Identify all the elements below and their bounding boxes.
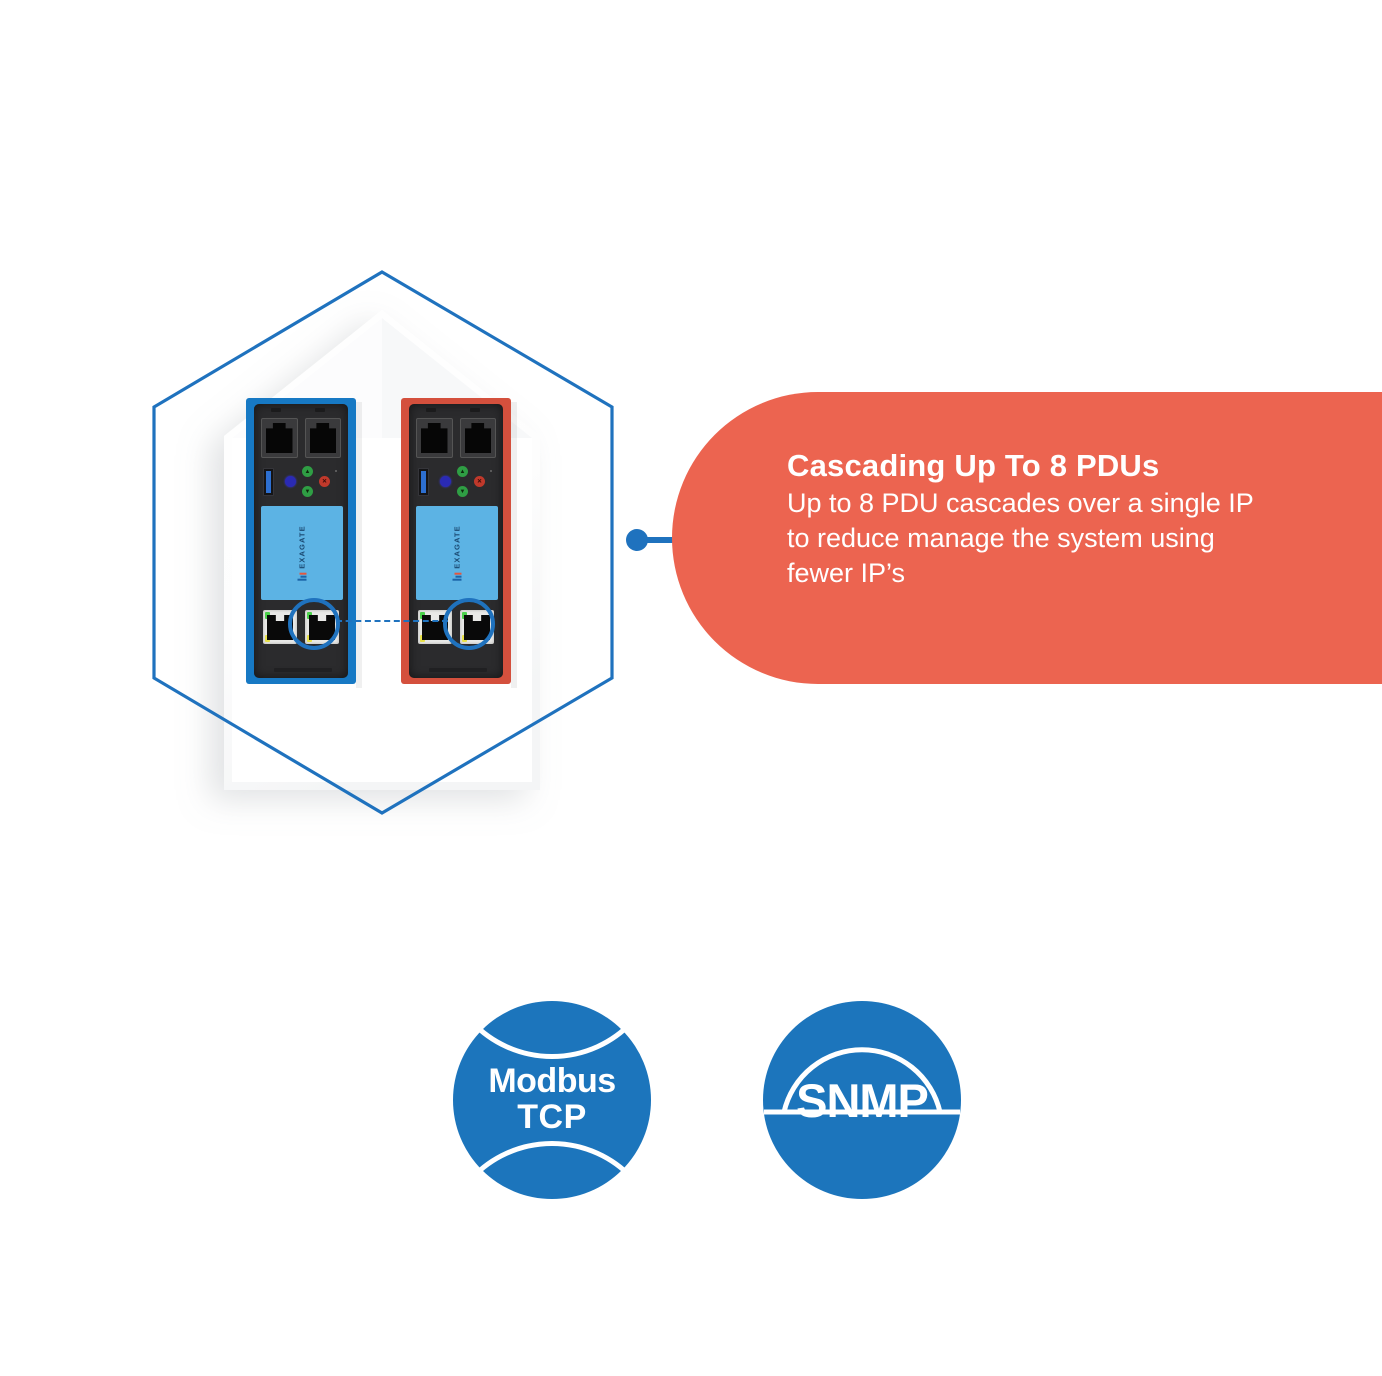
- cancel-button[interactable]: ✕: [319, 476, 330, 487]
- snmp-icon: [763, 1001, 961, 1199]
- port-tag-left-icon: [271, 408, 281, 412]
- enter-button[interactable]: [285, 476, 296, 487]
- callout-panel: Cascading Up To 8 PDUs Up to 8 PDU casca…: [672, 392, 1382, 684]
- cancel-icon: ✕: [476, 478, 483, 485]
- callout-body-line-1: Up to 8 PDU cascades over a single IP: [787, 488, 1254, 518]
- power-jack-1-icon[interactable]: [261, 418, 298, 458]
- up-button[interactable]: ▲: [457, 466, 468, 477]
- up-arrow-icon: ▲: [304, 468, 311, 475]
- exagate-logo-icon: [297, 572, 307, 581]
- status-led-icon: [335, 470, 337, 472]
- callout-body-line-2: to reduce manage the system using: [787, 523, 1215, 554]
- modbus-tcp-badge[interactable]: Modbus TCP: [452, 1000, 652, 1200]
- lcd-brand-label: EXAGATE: [452, 525, 462, 569]
- down-arrow-icon: ▼: [304, 488, 311, 495]
- card-slot-icon: [263, 468, 274, 496]
- device-foot-bar: [274, 668, 332, 672]
- hexagon-stroke: [152, 270, 614, 815]
- port-highlight-ring-right-icon: [443, 598, 495, 650]
- modbus-tcp-icon: [453, 1001, 651, 1199]
- connector-line-icon: [630, 537, 702, 543]
- power-jack-2-icon[interactable]: [304, 418, 341, 458]
- callout-text-block: Cascading Up To 8 PDUs Up to 8 PDU casca…: [787, 448, 1334, 591]
- down-button[interactable]: ▼: [302, 486, 313, 497]
- exagate-logo-icon: [452, 572, 462, 581]
- top-jack-row: [261, 418, 341, 458]
- control-button-block: ▲ ▼ ✕: [261, 464, 343, 498]
- power-jack-1-icon[interactable]: [416, 418, 453, 458]
- connector-dot-start-icon: [626, 529, 648, 551]
- status-led-icon: [490, 470, 492, 472]
- cancel-button[interactable]: ✕: [474, 476, 485, 487]
- control-button-block: ▲ ▼ ✕: [416, 464, 498, 498]
- port-tag-right-icon: [315, 408, 325, 412]
- pdu-device-pair: ▲ ▼ ✕ EXAGATE: [246, 398, 530, 688]
- card-slot-icon: [418, 468, 429, 496]
- device-foot-bar: [429, 668, 487, 672]
- dashed-cascade-link-icon: [336, 620, 448, 622]
- enter-button[interactable]: [440, 476, 451, 487]
- port-tag-right-icon: [470, 408, 480, 412]
- port-tag-left-icon: [426, 408, 436, 412]
- down-arrow-icon: ▼: [459, 488, 466, 495]
- device-edge-shade: [356, 402, 362, 688]
- lcd-brand-label: EXAGATE: [297, 525, 307, 569]
- up-button[interactable]: ▲: [302, 466, 313, 477]
- down-button[interactable]: ▼: [457, 486, 468, 497]
- device-lcd-screen: EXAGATE: [416, 506, 498, 600]
- cancel-icon: ✕: [321, 478, 328, 485]
- power-jack-2-icon[interactable]: [459, 418, 496, 458]
- up-arrow-icon: ▲: [459, 468, 466, 475]
- callout-title: Cascading Up To 8 PDUs: [787, 448, 1160, 483]
- device-lcd-screen: EXAGATE: [261, 506, 343, 600]
- top-jack-row: [416, 418, 496, 458]
- port-highlight-ring-left-icon: [288, 598, 340, 650]
- callout-body-line-3: fewer IP’s: [787, 558, 906, 589]
- hexagon-illustration-group: ▲ ▼ ✕ EXAGATE: [0, 0, 760, 1000]
- snmp-badge[interactable]: SNMP: [762, 1000, 962, 1200]
- protocol-badge-row: Modbus TCP SNMP: [452, 1000, 962, 1212]
- device-edge-shade: [511, 402, 517, 688]
- callout-body: Up to 8 PDU cascades over a single IP to …: [787, 486, 1334, 591]
